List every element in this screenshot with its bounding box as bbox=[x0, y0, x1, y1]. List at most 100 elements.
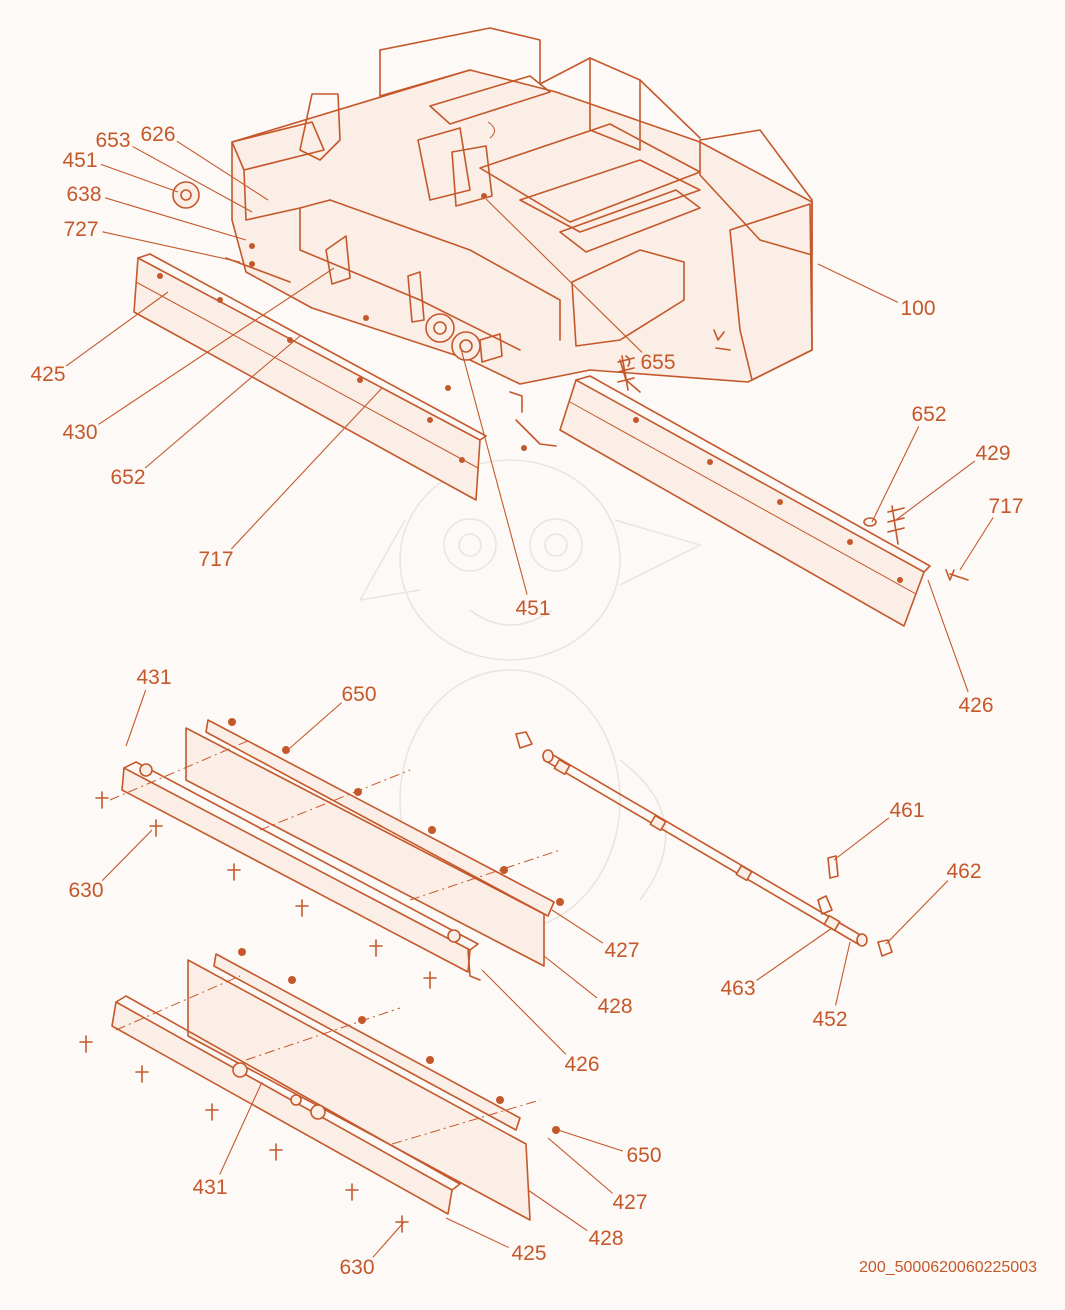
callout-426: 426 bbox=[481, 969, 600, 1076]
scraper-assembly-middle bbox=[95, 718, 564, 989]
callout-451: 451 bbox=[62, 149, 179, 193]
callout-label: 426 bbox=[564, 1053, 599, 1076]
callout-650: 650 bbox=[557, 1129, 662, 1167]
callout-label: 451 bbox=[62, 149, 97, 172]
callout-451: 451 bbox=[459, 344, 551, 620]
shaft-assembly bbox=[515, 731, 893, 957]
callout-label: 462 bbox=[946, 860, 981, 883]
chassis-frame bbox=[172, 27, 813, 451]
leader-line bbox=[65, 291, 169, 367]
callout-653: 653 bbox=[95, 129, 253, 213]
callout-label: 451 bbox=[515, 597, 550, 620]
callout-label: 426 bbox=[958, 694, 993, 717]
leader-line bbox=[481, 969, 567, 1055]
leader-line bbox=[144, 335, 301, 469]
leader-line bbox=[98, 267, 335, 425]
leader-line bbox=[557, 1129, 624, 1152]
leader-line bbox=[372, 1221, 405, 1258]
callout-label: 630 bbox=[68, 879, 103, 902]
callout-label: 650 bbox=[341, 683, 376, 706]
callout-label: 626 bbox=[140, 123, 175, 146]
document-id: 200_5000620060225003 bbox=[859, 1259, 1037, 1276]
callout-429: 429 bbox=[895, 442, 1011, 521]
leader-line bbox=[885, 880, 949, 945]
callout-630: 630 bbox=[339, 1221, 405, 1279]
callout-428: 428 bbox=[527, 1189, 624, 1250]
callout-label: 428 bbox=[597, 995, 632, 1018]
callout-426: 426 bbox=[927, 579, 994, 717]
leader-line bbox=[871, 426, 920, 523]
callout-630: 630 bbox=[68, 829, 153, 902]
callout-655: 655 bbox=[485, 198, 676, 374]
callout-label: 425 bbox=[511, 1242, 546, 1265]
callout-431: 431 bbox=[192, 1081, 263, 1199]
leader-line bbox=[289, 702, 343, 749]
callout-label: 429 bbox=[975, 442, 1010, 465]
callout-label: 463 bbox=[720, 977, 755, 1000]
leader-line bbox=[959, 517, 994, 571]
callout-label: 431 bbox=[192, 1176, 227, 1199]
callout-650: 650 bbox=[289, 683, 377, 749]
callout-label: 727 bbox=[63, 218, 98, 241]
callout-label: 461 bbox=[889, 799, 924, 822]
blade-assembly-425-upper bbox=[133, 253, 487, 501]
blade-assembly-426-upper bbox=[559, 355, 969, 627]
callout-462: 462 bbox=[885, 860, 982, 945]
callout-463: 463 bbox=[720, 927, 833, 1000]
callout-425: 425 bbox=[30, 291, 169, 386]
callout-430: 430 bbox=[62, 267, 335, 444]
callout-label: 425 bbox=[30, 363, 65, 386]
callout-label: 100 bbox=[900, 297, 935, 320]
leader-line bbox=[102, 231, 241, 263]
leader-line bbox=[895, 460, 976, 521]
leader-line bbox=[817, 263, 899, 303]
leader-line bbox=[125, 689, 147, 747]
callout-717: 717 bbox=[959, 495, 1024, 571]
callout-label: 427 bbox=[604, 939, 639, 962]
callout-717: 717 bbox=[198, 387, 383, 571]
callout-427: 427 bbox=[547, 1137, 648, 1214]
leader-line bbox=[101, 829, 153, 881]
leader-line bbox=[927, 579, 969, 693]
callout-label: 638 bbox=[66, 183, 101, 206]
callout-label: 655 bbox=[640, 351, 675, 374]
callout-label: 652 bbox=[911, 403, 946, 426]
leader-line bbox=[833, 817, 890, 861]
callout-461: 461 bbox=[833, 799, 925, 861]
callout-label: 427 bbox=[612, 1191, 647, 1214]
callout-427: 427 bbox=[551, 909, 640, 962]
leader-line bbox=[100, 163, 179, 193]
callout-425: 425 bbox=[445, 1217, 547, 1265]
callout-label: 630 bbox=[339, 1256, 374, 1279]
callout-431: 431 bbox=[125, 666, 172, 747]
callout-100: 100 bbox=[817, 263, 936, 320]
callout-label: 652 bbox=[110, 466, 145, 489]
scraper-assembly-lower bbox=[79, 948, 560, 1233]
callout-label: 430 bbox=[62, 421, 97, 444]
callout-label: 431 bbox=[136, 666, 171, 689]
callout-452: 452 bbox=[812, 941, 851, 1031]
leader-line bbox=[543, 955, 598, 999]
callout-label: 428 bbox=[588, 1227, 623, 1250]
leader-line bbox=[756, 927, 833, 981]
callout-layer: 6266534516387274254306527174516551006524… bbox=[30, 123, 1023, 1279]
callout-label: 650 bbox=[626, 1144, 661, 1167]
callout-652: 652 bbox=[110, 335, 301, 489]
callout-626: 626 bbox=[140, 123, 269, 201]
callout-428: 428 bbox=[543, 955, 633, 1018]
callout-727: 727 bbox=[63, 218, 241, 263]
leader-line bbox=[230, 387, 383, 550]
callout-label: 717 bbox=[988, 495, 1023, 518]
callout-638: 638 bbox=[66, 183, 247, 241]
callout-label: 452 bbox=[812, 1008, 847, 1031]
leader-line bbox=[445, 1217, 509, 1249]
leader-line bbox=[132, 145, 253, 213]
leader-line bbox=[547, 1137, 614, 1194]
leader-line bbox=[834, 941, 851, 1006]
leader-line bbox=[459, 344, 528, 595]
callout-652: 652 bbox=[871, 403, 947, 523]
leader-line bbox=[105, 197, 247, 241]
callout-label: 653 bbox=[95, 129, 130, 152]
callout-label: 717 bbox=[198, 548, 233, 571]
